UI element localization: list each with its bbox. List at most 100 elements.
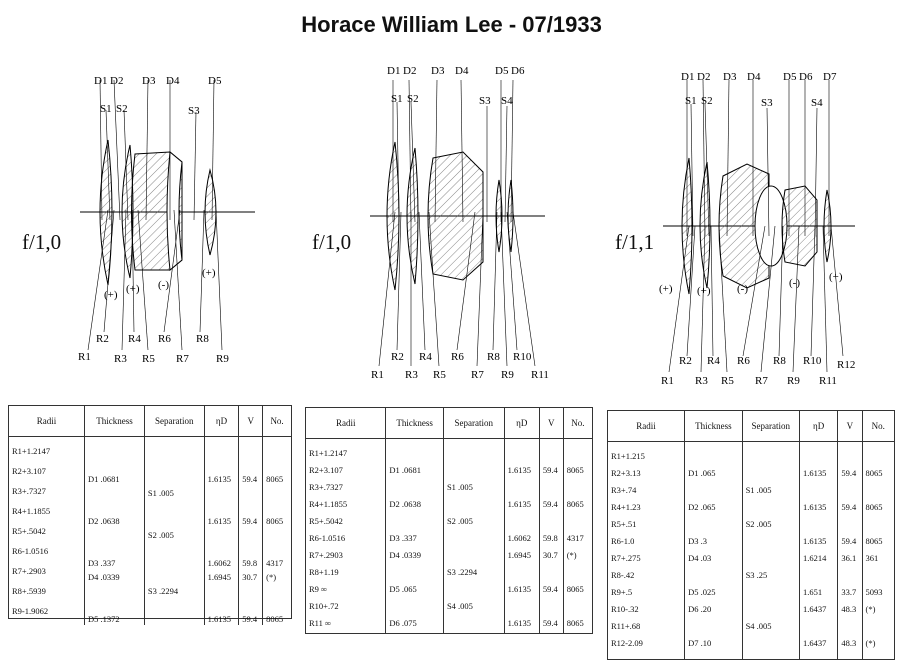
separation-value <box>746 533 796 550</box>
nd-value: 1.651 <box>803 587 823 597</box>
column-header: No. <box>862 411 894 442</box>
nd-value <box>508 564 536 581</box>
r-label: R8 <box>196 333 209 345</box>
nd-value <box>803 618 834 635</box>
r-label: R9 <box>501 369 514 381</box>
thickness-value: D7 .10 <box>688 638 712 648</box>
thickness-value <box>389 479 440 496</box>
separation-value: S2 .005 <box>147 530 174 540</box>
thickness-value: D5 .025 <box>688 587 716 597</box>
thickness-value <box>88 597 141 611</box>
r-label: R10 <box>513 351 532 363</box>
v-value <box>242 457 259 471</box>
sign-label: (+) <box>829 271 843 283</box>
separation-value <box>746 448 796 465</box>
nd-value: 1.6214 <box>803 553 827 563</box>
v-value: 59.8 <box>542 533 558 543</box>
no-value <box>266 597 288 611</box>
thickness-value <box>688 448 738 465</box>
separation-value <box>447 496 501 513</box>
column-header: V <box>238 406 264 437</box>
nd-value <box>803 448 834 465</box>
f-number-3: f/1,1 <box>615 230 655 254</box>
separation-value <box>148 513 201 527</box>
radius-value: R8-.42 <box>611 570 635 580</box>
v-value <box>543 598 560 615</box>
d-label: D7 <box>823 71 837 83</box>
thickness-value: D2 .0638 <box>88 516 120 526</box>
radius-value: R11+.68 <box>611 621 641 631</box>
thickness-value: D6 .20 <box>688 604 712 614</box>
no-value <box>266 485 288 499</box>
thickness-value <box>88 541 141 555</box>
s-label: S1 <box>685 95 697 107</box>
separation-value: S3 .2294 <box>147 586 179 596</box>
v-value: 33.7 <box>841 587 857 597</box>
no-value: (*) <box>566 550 577 560</box>
no-value: (*) <box>865 638 876 648</box>
column-header: Radii <box>9 406 86 437</box>
v-value <box>543 445 560 462</box>
r-label: R5 <box>433 369 446 381</box>
nd-value <box>508 479 536 496</box>
column-header: ηD <box>504 408 540 439</box>
radius-value: R10-.32 <box>611 604 639 614</box>
thickness-value: D1 .065 <box>688 468 716 478</box>
d-label: D2 <box>110 75 123 87</box>
v-value <box>841 448 858 465</box>
separation-value: S2 .005 <box>745 519 772 529</box>
separation-value <box>148 457 201 471</box>
nd-value <box>208 597 236 611</box>
separation-value <box>746 635 796 652</box>
thickness-value <box>688 618 738 635</box>
radius-value: R7+.2903 <box>309 550 343 560</box>
separation-value <box>148 443 201 457</box>
nd-value <box>803 567 834 584</box>
d-label: D3 <box>723 71 737 83</box>
nd-value <box>803 482 834 499</box>
thickness-value: D5 .1372 <box>88 614 120 624</box>
separation-value <box>148 611 201 625</box>
nd-value <box>508 513 536 530</box>
s-label: S4 <box>501 95 513 107</box>
thickness-value <box>688 516 738 533</box>
separation-value <box>447 615 501 632</box>
no-value: 8065 <box>865 468 883 478</box>
f-number-1: f/1,0 <box>22 230 62 254</box>
nd-value <box>208 541 236 555</box>
no-value: 8065 <box>865 536 883 546</box>
v-value: 59.4 <box>542 465 558 475</box>
no-value <box>567 598 589 615</box>
d-label: D5 <box>208 75 222 87</box>
v-value <box>242 541 259 555</box>
no-value <box>866 516 891 533</box>
d-label: D3 <box>431 65 445 77</box>
nd-value: 1.6945 <box>207 572 232 582</box>
no-value <box>567 513 589 530</box>
thickness-value: D3 .3 <box>688 536 707 546</box>
separation-value: S1 .005 <box>745 485 772 495</box>
nd-value: 1.6135 <box>803 468 827 478</box>
radius-value: R9+.5 <box>611 587 633 597</box>
v-value <box>242 527 259 541</box>
separation-value <box>148 597 201 611</box>
d-label: D6 <box>799 71 813 83</box>
d-label: D1 <box>681 71 694 83</box>
r-label: R8 <box>773 355 786 367</box>
v-value: 59.4 <box>841 536 857 546</box>
separation-value <box>746 584 796 601</box>
v-value: 48.3 <box>841 604 857 614</box>
v-value <box>543 564 560 581</box>
no-value: 8065 <box>865 502 883 512</box>
v-value <box>242 485 259 499</box>
nd-value <box>208 527 236 541</box>
nd-value <box>508 445 536 462</box>
lens-diagram-3: D1 D2 D3 D4 D5 D6 D7 S1 S2 S3 S4 R1 R2 R… <box>659 71 855 387</box>
separation-value <box>746 601 796 618</box>
nd-value <box>208 443 236 457</box>
